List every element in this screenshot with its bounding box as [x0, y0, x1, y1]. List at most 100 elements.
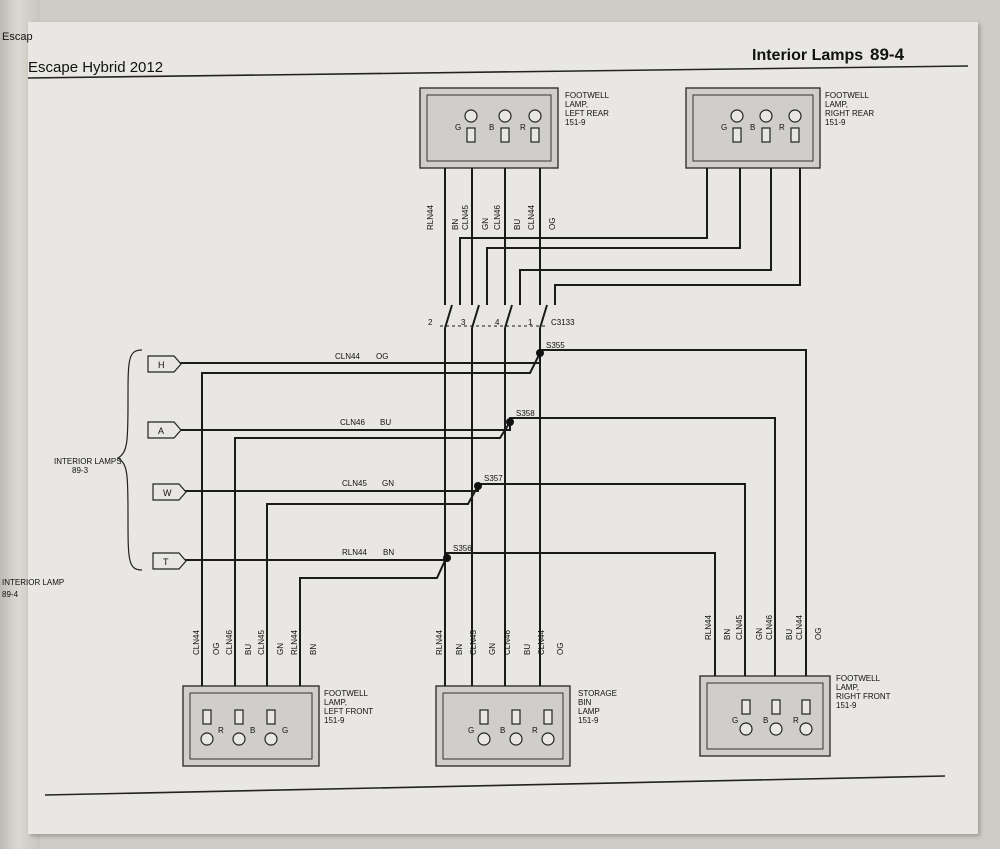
wire-label-left-front-2: CLN46: [225, 630, 234, 655]
wire-label-right-front-5: BU: [785, 629, 794, 640]
svg-text:T: T: [163, 557, 169, 567]
wire-label-storage-bin-3: GN: [488, 643, 497, 655]
wire-label-right-front-0: RLN44: [704, 615, 713, 640]
led-letters: G B R G B R R B G G B R G B R: [218, 123, 799, 735]
svg-text:BIN: BIN: [578, 698, 592, 707]
feed-cln44-left-front: [201, 352, 541, 686]
bus-label-rln44: RLN44: [342, 548, 367, 557]
wire-label-right-front-1: BN: [723, 629, 732, 640]
svg-text:151-9: 151-9: [836, 701, 857, 710]
wire-label-left-front-7: BN: [309, 644, 318, 655]
splice-s358-dot: [506, 418, 514, 426]
svg-text:151-9: 151-9: [578, 716, 599, 725]
bottom-lamp-elements: [200, 699, 813, 746]
footwell-lamp-right-front-box: [699, 675, 831, 757]
svg-text:B: B: [500, 726, 505, 735]
svg-text:B: B: [489, 123, 494, 132]
left-rear-lamp-elements: [464, 109, 802, 143]
wire-label-storage-bin-5: BU: [523, 644, 532, 655]
terminal-a: A: [147, 421, 182, 439]
wire-label-storage-bin-6: CLN44: [537, 630, 546, 655]
margin-text-top: Escap: [2, 31, 33, 43]
wire-cln45-left-rear: [471, 168, 480, 686]
margin-text-middle: INTERIOR LAMP: [2, 578, 64, 587]
manual-title: Escape Hybrid 2012: [28, 59, 163, 76]
label-left-front: FOOTWELL LAMP, LEFT FRONT 151-9: [324, 689, 373, 725]
svg-text:LAMP,: LAMP,: [565, 100, 588, 109]
svg-text:B: B: [250, 726, 255, 735]
svg-text:W: W: [163, 488, 172, 498]
svg-text:FOOTWELL: FOOTWELL: [836, 674, 881, 683]
label-right-rear: FOOTWELL LAMP, RIGHT REAR 151-9: [825, 91, 874, 127]
wire-label-rear-1: BN: [451, 219, 460, 230]
feed-cln46-left-front: [234, 421, 511, 686]
label-storage-bin: STORAGE BIN LAMP 151-9: [578, 689, 617, 725]
footer-rule: [44, 775, 946, 796]
svg-text:LEFT REAR: LEFT REAR: [565, 109, 609, 118]
wire-label-right-front-7: OG: [814, 628, 823, 640]
wire-harness: [180, 168, 807, 686]
splice-s355-dot: [536, 349, 544, 357]
connector-pin-3: 3: [461, 318, 466, 327]
svg-text:R: R: [520, 123, 526, 132]
svg-text:FOOTWELL: FOOTWELL: [324, 689, 369, 698]
wire-cln44-right-rear: [554, 168, 801, 305]
splice-label-s355: S355: [546, 341, 565, 350]
svg-text:H: H: [158, 360, 165, 370]
wire-label-rear-4: CLN46: [493, 205, 502, 230]
wire-label-left-front-4: CLN45: [257, 630, 266, 655]
header-rule: [27, 65, 969, 79]
svg-text:STORAGE: STORAGE: [578, 689, 617, 698]
splice-s357-dot: [474, 482, 482, 490]
svg-text:R: R: [793, 716, 799, 725]
svg-text:RIGHT FRONT: RIGHT FRONT: [836, 692, 891, 701]
wire-label-right-front-2: CLN45: [735, 615, 744, 640]
feed-cln45-left-front: [266, 485, 479, 686]
page-number: 89-4: [870, 45, 905, 64]
bus-label-cln46: CLN46: [340, 418, 365, 427]
wire-label-rear-2: CLN45: [461, 205, 470, 230]
bus-label-bn: BN: [383, 548, 394, 557]
svg-text:G: G: [721, 123, 727, 132]
svg-text:R: R: [218, 726, 224, 735]
wire-label-left-front-6: RLN44: [290, 630, 299, 655]
connector-name: C3133: [551, 318, 575, 327]
svg-text:LAMP,: LAMP,: [836, 683, 859, 692]
connector-pin-4: 4: [495, 318, 500, 327]
svg-text:B: B: [763, 716, 768, 725]
footwell-lamp-left-front-box: [182, 685, 320, 767]
wire-cln44-left-rear: [539, 168, 548, 686]
bus-label-bu: BU: [380, 418, 391, 427]
wire-label-rear-5: BU: [513, 219, 522, 230]
svg-text:A: A: [158, 426, 164, 436]
bus-label-cln45: CLN45: [342, 479, 367, 488]
connector-pin-1: 1: [528, 318, 533, 327]
margin-text-middle-page: 89-4: [2, 590, 19, 599]
reference-page: 89-3: [72, 466, 89, 475]
wire-label-right-front-4: CLN46: [765, 615, 774, 640]
svg-text:151-9: 151-9: [825, 118, 846, 127]
wire-label-left-front-0: CLN44: [192, 630, 201, 655]
label-right-front: FOOTWELL LAMP, RIGHT FRONT 151-9: [836, 674, 891, 710]
wire-cln46-right-rear: [519, 168, 772, 305]
splice-s356-dot: [443, 554, 451, 562]
svg-text:R: R: [779, 123, 785, 132]
wire-rln44-right-rear: [459, 168, 708, 305]
splice-label-s357: S357: [484, 474, 503, 483]
svg-text:G: G: [282, 726, 288, 735]
storage-bin-lamp-box: [435, 685, 571, 767]
wire-cln45-right-rear: [486, 168, 741, 305]
svg-text:151-9: 151-9: [565, 118, 586, 127]
splice-label-s358: S358: [516, 409, 535, 418]
wire-label-storage-bin-0: RLN44: [435, 630, 444, 655]
wire-label-storage-bin-1: BN: [455, 644, 464, 655]
svg-text:LEFT FRONT: LEFT FRONT: [324, 707, 373, 716]
bus-label-gn: GN: [382, 479, 394, 488]
wire-label-rear-6: CLN44: [527, 205, 536, 230]
svg-text:FOOTWELL: FOOTWELL: [565, 91, 610, 100]
wire-rln44-left-rear: [444, 168, 453, 686]
